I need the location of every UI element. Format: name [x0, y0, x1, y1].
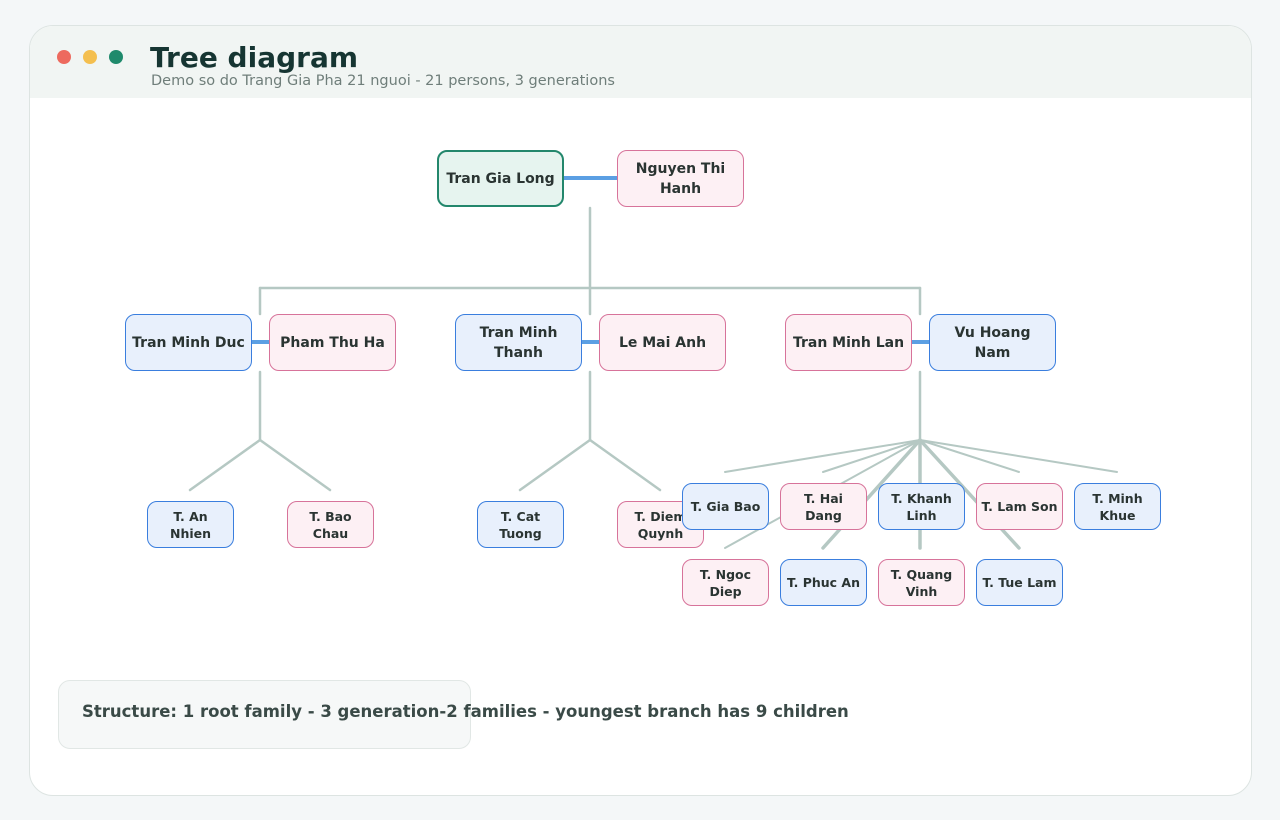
person-node-gen3[interactable]: T. Khanh Linh — [878, 483, 965, 530]
maximize-window-button[interactable] — [109, 50, 123, 64]
child-link — [822, 439, 921, 473]
person-node-spouse[interactable]: Nguyen Thi Hanh — [617, 150, 744, 207]
child-link — [918, 438, 1021, 550]
person-node-gen2[interactable]: Tran Minh Thanh — [455, 314, 582, 371]
title-bar: Tree diagram Demo so do Trang Gia Pha 21… — [30, 26, 1251, 98]
person-node-gen3[interactable]: T. Gia Bao — [682, 483, 769, 530]
person-node-gen3[interactable]: T. Minh Khue — [1074, 483, 1161, 530]
person-node-gen2-spouse[interactable]: Le Mai Anh — [599, 314, 726, 371]
person-node-gen2-spouse[interactable]: Vu Hoang Nam — [929, 314, 1056, 371]
summary-panel — [58, 680, 471, 749]
person-node-gen3[interactable]: T. Bao Chau — [287, 501, 374, 548]
child-link — [518, 438, 592, 492]
person-node-gen2[interactable]: Tran Minh Duc — [125, 314, 252, 371]
child-link — [919, 439, 1020, 473]
person-node-gen2-spouse[interactable]: Pham Thu Ha — [269, 314, 396, 371]
person-node-gen3[interactable]: T. An Nhien — [147, 501, 234, 548]
person-node-gen3[interactable]: T. Phuc An — [780, 559, 867, 606]
person-node-gen3[interactable]: T. Quang Vinh — [878, 559, 965, 606]
child-link — [188, 438, 262, 492]
minimize-window-button[interactable] — [83, 50, 97, 64]
person-node-gen2[interactable]: Tran Minh Lan — [785, 314, 912, 371]
window-title: Tree diagram — [150, 41, 359, 74]
person-node-gen3[interactable]: T. Cat Tuong — [477, 501, 564, 548]
person-node-gen3[interactable]: T. Tue Lam — [976, 559, 1063, 606]
person-node-gen3[interactable]: T. Hai Dang — [780, 483, 867, 530]
person-node-gen3[interactable]: T. Ngoc Diep — [682, 559, 769, 606]
child-link — [588, 438, 662, 492]
child-link — [821, 438, 922, 550]
person-node-gen3[interactable]: T. Lam Son — [976, 483, 1063, 530]
child-link — [724, 439, 921, 473]
person-node-root[interactable]: Tran Gia Long — [437, 150, 564, 207]
summary-text: Structure: 1 root family - 3 generation-… — [82, 702, 849, 721]
child-link — [919, 439, 1118, 473]
window-subtitle: Demo so do Trang Gia Pha 21 nguoi - 21 p… — [151, 73, 615, 89]
close-window-button[interactable] — [57, 50, 71, 64]
child-link — [258, 438, 332, 492]
